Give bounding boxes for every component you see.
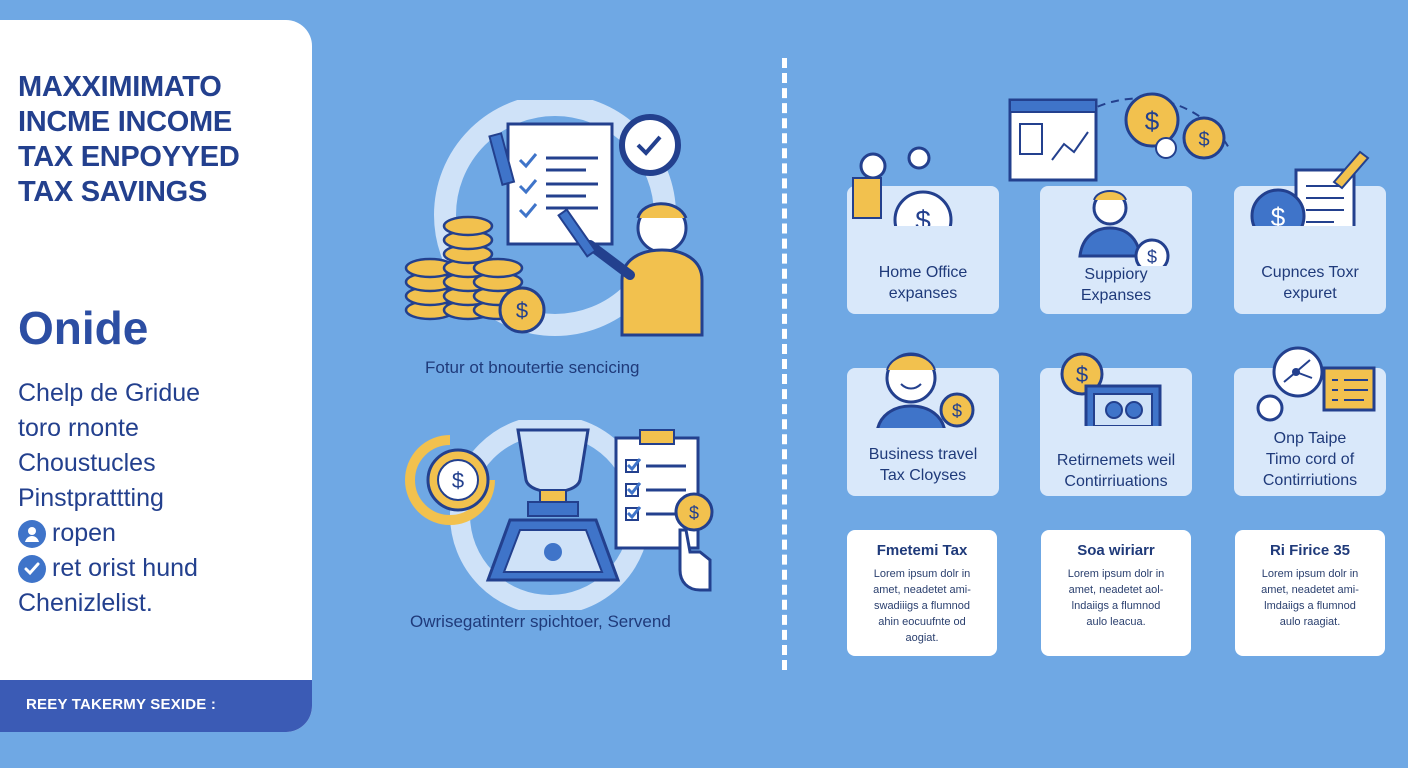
text-card-title: Fmetemi Tax [876,542,968,559]
smiling-person-icon: $ [876,352,975,428]
person-icon [18,519,46,548]
guide-item: Pinstprattting [18,481,298,516]
network-card-icon [1256,346,1376,422]
svg-text:$: $ [1271,202,1286,226]
deduction-card-business-travel: $ Business travel Tax Cloyses [847,352,999,496]
svg-text:$: $ [1147,247,1157,266]
dollar-cycle-icon: $ [405,435,495,525]
svg-text:$: $ [1145,106,1160,136]
card-label: Onp Taipe Timo cord of Contirriutions [1262,430,1358,489]
dollar-coin-icon [1182,116,1226,160]
svg-text:$: $ [516,298,528,323]
deduction-card-retirement: $ Retirnemets weil Contirriuations [1040,352,1192,496]
guide-item-text: Choustucles [18,449,156,477]
guide-item-text: Pinstprattting [18,484,164,512]
cash-bill-icon: $ [1060,352,1162,426]
card-label: Retirnemets weil Contirriuations [1056,452,1176,490]
guide-list: Chelp de Gridue toro rnonte Choustucles … [18,376,298,621]
home-office-icon: $ [852,146,953,226]
check-icon [18,554,46,583]
info-text-card: Soa wiriarr Lorem ipsum dolr in amet, ne… [1041,530,1191,656]
svg-text:$: $ [952,401,962,421]
illustration-caption: Owrisegatinterr spichtoer, Servend [410,612,671,631]
svg-text:$: $ [452,468,464,493]
title-line: MAXXIMIMATO [18,71,222,103]
guide-item-text: Chelp de Gridue [18,379,201,407]
text-card-title: Soa wiriarr [1077,542,1155,559]
text-card-body: Lorem ipsum dolr in amet, neadetet aol- … [1067,568,1165,628]
guide-item-text: ropen [52,519,116,547]
top-header-illustration: $ $ [1008,92,1231,182]
check-badge-icon [619,114,681,176]
guide-item: Chelp de Gridue [18,376,298,411]
person-dollar-icon: $ [1078,190,1170,266]
dollar-coin-icon [1124,92,1180,148]
main-title: MAXXIMIMATO INCME INCOME TAX ENPOYYED TA… [18,70,298,210]
info-text-card: Ri Firice 35 Lorem ipsum dolr in amet, n… [1235,530,1385,656]
illustration-caption: Fotur ot bnoutertie sencicing [425,358,640,377]
text-card-body: Lorem ipsum dolr in amet, neadetet ami- … [1261,568,1359,628]
svg-text:$: $ [689,503,699,523]
guide-heading: Onide [18,302,149,354]
dollar-coin-icon [674,492,714,532]
guide-item: ret orist hund [18,551,298,586]
svg-text:$: $ [1198,129,1209,151]
deduction-card-expense-report: $ Cupnces Toxr expuret [1234,150,1386,314]
hand-pointer-icon [678,528,712,592]
guide-item-text: ret orist hund [52,554,198,582]
card-label: Cupnces Toxr expuret [1261,264,1359,302]
title-line: INCME INCOME [18,106,232,138]
person-icon [557,202,704,337]
guide-item-text: toro rnonte [18,414,139,442]
document-dollar-icon: $ [1250,150,1370,226]
guide-item: Chenizlelist. [18,586,298,621]
svg-text:$: $ [915,205,931,226]
card-label: Business travel Tax Cloyses [868,446,978,484]
guide-item-text: Chenizlelist. [18,589,153,617]
deduction-card-contributions: Onp Taipe Timo cord of Contirriutions [1234,346,1386,496]
guide-item: ropen [18,516,298,551]
trophy-icon [485,428,621,582]
card-label: Suppiory Expanses [1080,266,1152,304]
text-card-body: Lorem ipsum dolr in amet, neadetet ami- … [873,568,971,644]
card-label: Home Office expanses [878,264,968,302]
deduction-card-supplies: $ Suppiory Expanses [1040,186,1192,314]
savings-trophy-illustration: $ $ [405,420,714,610]
browser-chart-icon [1008,98,1098,182]
info-text-card: Fmetemi Tax Lorem ipsum dolr in amet, ne… [847,530,997,656]
guide-item: Choustucles [18,446,298,481]
svg-text:$: $ [1076,362,1088,387]
tax-document-illustration: $ [404,100,704,337]
footer-text: REEY TAKERMY SEXIDE : [26,696,217,713]
dollar-coin-icon [498,286,546,334]
footer-bar: REEY TAKERMY SEXIDE : [0,680,312,732]
deduction-card-home-office: $ Home Office expanses [847,146,999,314]
left-panel: MAXXIMIMATO INCME INCOME TAX ENPOYYED TA… [0,20,312,732]
title-line: TAX SAVINGS [18,176,207,208]
dashed-divider [782,58,787,670]
guide-item: toro rnonte [18,411,298,446]
title-line: TAX ENPOYYED [18,141,240,173]
checklist-icon [488,122,614,246]
text-card-title: Ri Firice 35 [1269,542,1351,559]
